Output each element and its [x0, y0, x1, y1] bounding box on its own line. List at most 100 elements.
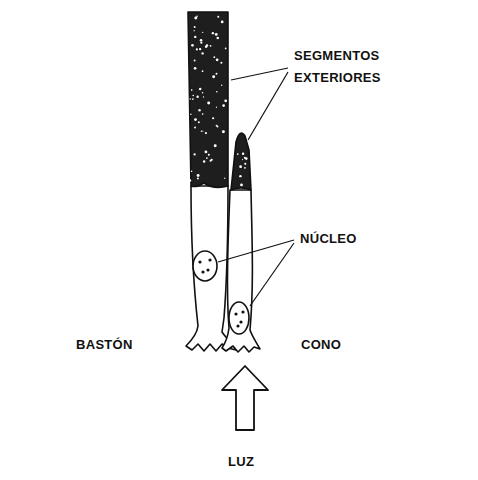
leader-line	[231, 68, 288, 80]
segment-speckle	[199, 48, 201, 50]
segment-speckle	[216, 91, 218, 93]
segment-speckle	[198, 109, 200, 111]
segment-speckle	[216, 107, 217, 108]
segment-speckle	[193, 153, 195, 155]
segment-speckle	[216, 58, 219, 61]
segment-speckle	[213, 56, 215, 58]
segment-speckle	[239, 175, 241, 177]
segment-speckle	[194, 30, 195, 31]
nucleus-chromatin	[198, 260, 201, 263]
segment-speckle	[189, 179, 191, 181]
segment-speckle	[224, 178, 225, 179]
nucleus-chromatin	[236, 324, 239, 327]
segment-speckle	[222, 130, 225, 133]
segment-speckle	[240, 183, 243, 186]
segment-speckle	[221, 85, 222, 86]
segment-speckle	[222, 104, 225, 107]
rod-outer-segment	[188, 12, 228, 187]
leader-line	[248, 72, 288, 140]
part-label: NÚCLEO	[300, 228, 357, 250]
segment-speckle	[208, 154, 210, 156]
segment-speckle	[191, 171, 193, 173]
cell-label: CONO	[301, 334, 341, 356]
segment-speckle	[244, 163, 246, 165]
segment-speckle	[211, 159, 213, 161]
nucleus-chromatin	[206, 268, 209, 271]
light-arrow	[222, 366, 268, 430]
segment-speckle	[242, 159, 243, 160]
segment-speckle	[192, 95, 194, 97]
segment-speckle	[210, 45, 212, 47]
nucleus-chromatin	[234, 312, 237, 315]
segment-speckle	[197, 174, 200, 177]
segment-speckle	[191, 44, 194, 47]
segment-speckle	[197, 177, 199, 179]
light-label: LUZ	[228, 451, 254, 473]
segment-speckle	[199, 88, 202, 91]
segment-speckle	[203, 96, 204, 97]
segment-speckle	[216, 73, 218, 75]
segment-speckle	[190, 113, 192, 115]
nucleus-chromatin	[239, 320, 242, 323]
segment-speckle	[214, 144, 217, 147]
segment-speckle	[202, 113, 204, 115]
rod-nucleus	[193, 251, 217, 281]
segment-speckle	[216, 37, 219, 40]
cone-inner-segment	[222, 190, 260, 352]
segment-speckle	[200, 42, 202, 44]
cell-label: BASTÓN	[76, 334, 133, 356]
segment-speckle	[205, 151, 208, 154]
segment-speckle	[194, 127, 196, 129]
segment-speckle	[202, 70, 204, 72]
segment-speckle	[191, 89, 193, 91]
nucleus-chromatin	[241, 310, 244, 313]
segment-speckle	[239, 165, 242, 168]
nucleus-chromatin	[201, 270, 204, 273]
segment-speckle	[245, 157, 248, 160]
segment-speckle	[214, 145, 216, 147]
segment-speckle	[203, 160, 205, 162]
segment-speckle	[212, 75, 215, 78]
part-label: SEGMENTOS EXTERIORES	[294, 45, 414, 89]
segment-speckle	[207, 101, 210, 104]
leader-line	[250, 243, 294, 306]
segment-speckle	[196, 96, 198, 98]
segment-speckle	[202, 32, 203, 33]
segment-speckle	[216, 125, 218, 127]
segment-speckle	[194, 26, 196, 28]
segment-speckle	[200, 39, 203, 42]
segment-speckle	[201, 131, 202, 132]
cone-outer-segment	[231, 133, 251, 190]
segment-speckle	[196, 48, 198, 50]
segment-speckle	[194, 118, 197, 121]
segment-speckle	[215, 33, 218, 36]
segment-speckle	[194, 16, 197, 19]
segment-speckle	[205, 45, 207, 47]
segment-speckle	[194, 60, 196, 62]
segment-speckle	[205, 132, 207, 134]
segment-speckle	[221, 21, 224, 24]
segment-speckle	[225, 48, 227, 50]
cone-nucleus	[229, 302, 249, 334]
segment-speckle	[194, 36, 196, 38]
segment-speckle	[192, 98, 194, 100]
segment-speckle	[202, 131, 203, 132]
segment-speckle	[244, 167, 246, 169]
segment-speckle	[224, 99, 227, 102]
segment-speckle	[201, 52, 203, 54]
nucleus-chromatin	[208, 258, 211, 261]
segment-speckle	[202, 92, 204, 94]
segment-speckle	[194, 67, 197, 70]
segment-speckle	[242, 153, 244, 155]
segment-speckle	[210, 160, 212, 162]
segment-speckle	[220, 62, 222, 64]
segment-speckle	[237, 153, 239, 155]
segment-speckle	[189, 98, 190, 99]
segment-speckle	[217, 126, 219, 128]
segment-speckle	[212, 32, 214, 34]
segment-speckle	[212, 117, 214, 119]
segment-speckle	[198, 121, 200, 123]
segment-speckle	[217, 16, 219, 18]
